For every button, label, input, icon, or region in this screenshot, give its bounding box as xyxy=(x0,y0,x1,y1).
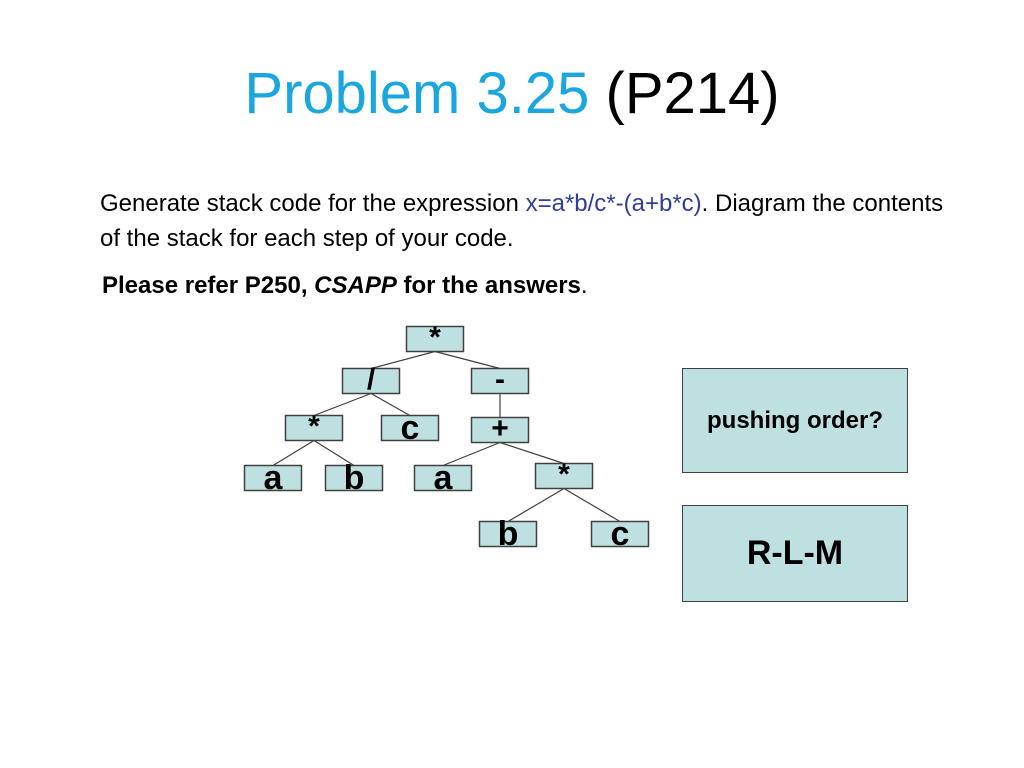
tree-edge-n1-n3 xyxy=(434,350,501,370)
tree-node-label: c xyxy=(611,515,630,553)
tree-node-box xyxy=(470,367,530,395)
tree-node-label: * xyxy=(429,321,441,354)
tree-edge-n2-n5 xyxy=(370,392,411,417)
tree-node-n5: c xyxy=(380,409,440,447)
tree-node-n12: c xyxy=(590,515,650,553)
tree-node-box xyxy=(341,367,401,395)
tree-node-n7: a xyxy=(243,459,303,497)
tree-node-n1: * xyxy=(405,321,465,354)
reference-text-middle: for the answers xyxy=(396,272,581,299)
tree-node-box xyxy=(243,464,303,492)
answer-reference: Please refer P250, CSAPP for the answers… xyxy=(102,270,962,302)
tree-edge-n2-n4 xyxy=(313,392,372,417)
expression-text: x=a*b/c*-(a+b*c) xyxy=(525,190,702,217)
tree-node-n9: a xyxy=(413,459,473,497)
tree-edge-n4-n8 xyxy=(313,439,355,467)
tree-node-label: a xyxy=(434,459,454,497)
title-page-ref: (P214) xyxy=(605,61,780,126)
tree-edge-n4-n7 xyxy=(272,439,315,467)
reference-text: Please refer P250, xyxy=(102,272,315,299)
tree-node-label: + xyxy=(491,412,509,445)
slide-title: Problem 3.25 (P214) xyxy=(0,58,1024,130)
tree-node-label: b xyxy=(498,515,519,553)
pushing-order-question-box: pushing order? xyxy=(682,368,908,473)
tree-edges xyxy=(272,350,621,523)
tree-node-box xyxy=(470,416,530,444)
tree-node-label: * xyxy=(558,458,570,491)
tree-node-box xyxy=(284,414,344,442)
book-title: CSAPP xyxy=(314,272,397,299)
tree-node-box xyxy=(478,520,538,548)
tree-node-n10: * xyxy=(534,458,594,491)
tree-node-box xyxy=(534,462,594,490)
tree-node-label: b xyxy=(344,459,365,497)
tree-node-n2: / xyxy=(341,363,401,396)
title-problem-number: Problem 3.25 xyxy=(244,61,590,126)
statement-text-end: . Diagram the contents of the stack for … xyxy=(100,190,944,252)
reference-period: . xyxy=(580,272,588,299)
tree-edge-n10-n12 xyxy=(563,487,621,523)
tree-node-n3: - xyxy=(470,363,530,396)
tree-node-box xyxy=(324,464,384,492)
question-text: pushing order? xyxy=(707,406,883,434)
tree-edge-n6-n10 xyxy=(499,441,565,465)
tree-node-box xyxy=(380,414,440,442)
tree-node-n6: + xyxy=(470,412,530,445)
answer-text: R-L-M xyxy=(746,534,844,572)
tree-node-n4: * xyxy=(284,410,344,443)
tree-node-box xyxy=(405,325,465,353)
tree-node-box xyxy=(413,464,473,492)
tree-node-box xyxy=(590,520,650,548)
tree-node-label: / xyxy=(367,363,376,396)
tree-node-n11: b xyxy=(478,515,538,553)
tree-node-label: a xyxy=(264,459,284,497)
problem-statement: Generate stack code for the expression x… xyxy=(100,186,960,256)
tree-node-label: - xyxy=(495,363,505,396)
tree-edge-n6-n9 xyxy=(442,441,501,467)
pushing-order-answer-box: R-L-M xyxy=(682,505,908,602)
tree-node-label: c xyxy=(401,409,420,447)
tree-node-label: * xyxy=(308,410,320,443)
tree-edge-n1-n2 xyxy=(370,350,436,370)
tree-node-n8: b xyxy=(324,459,384,497)
tree-edge-n10-n11 xyxy=(507,487,565,523)
statement-text: Generate stack code for the expression xyxy=(100,190,526,217)
